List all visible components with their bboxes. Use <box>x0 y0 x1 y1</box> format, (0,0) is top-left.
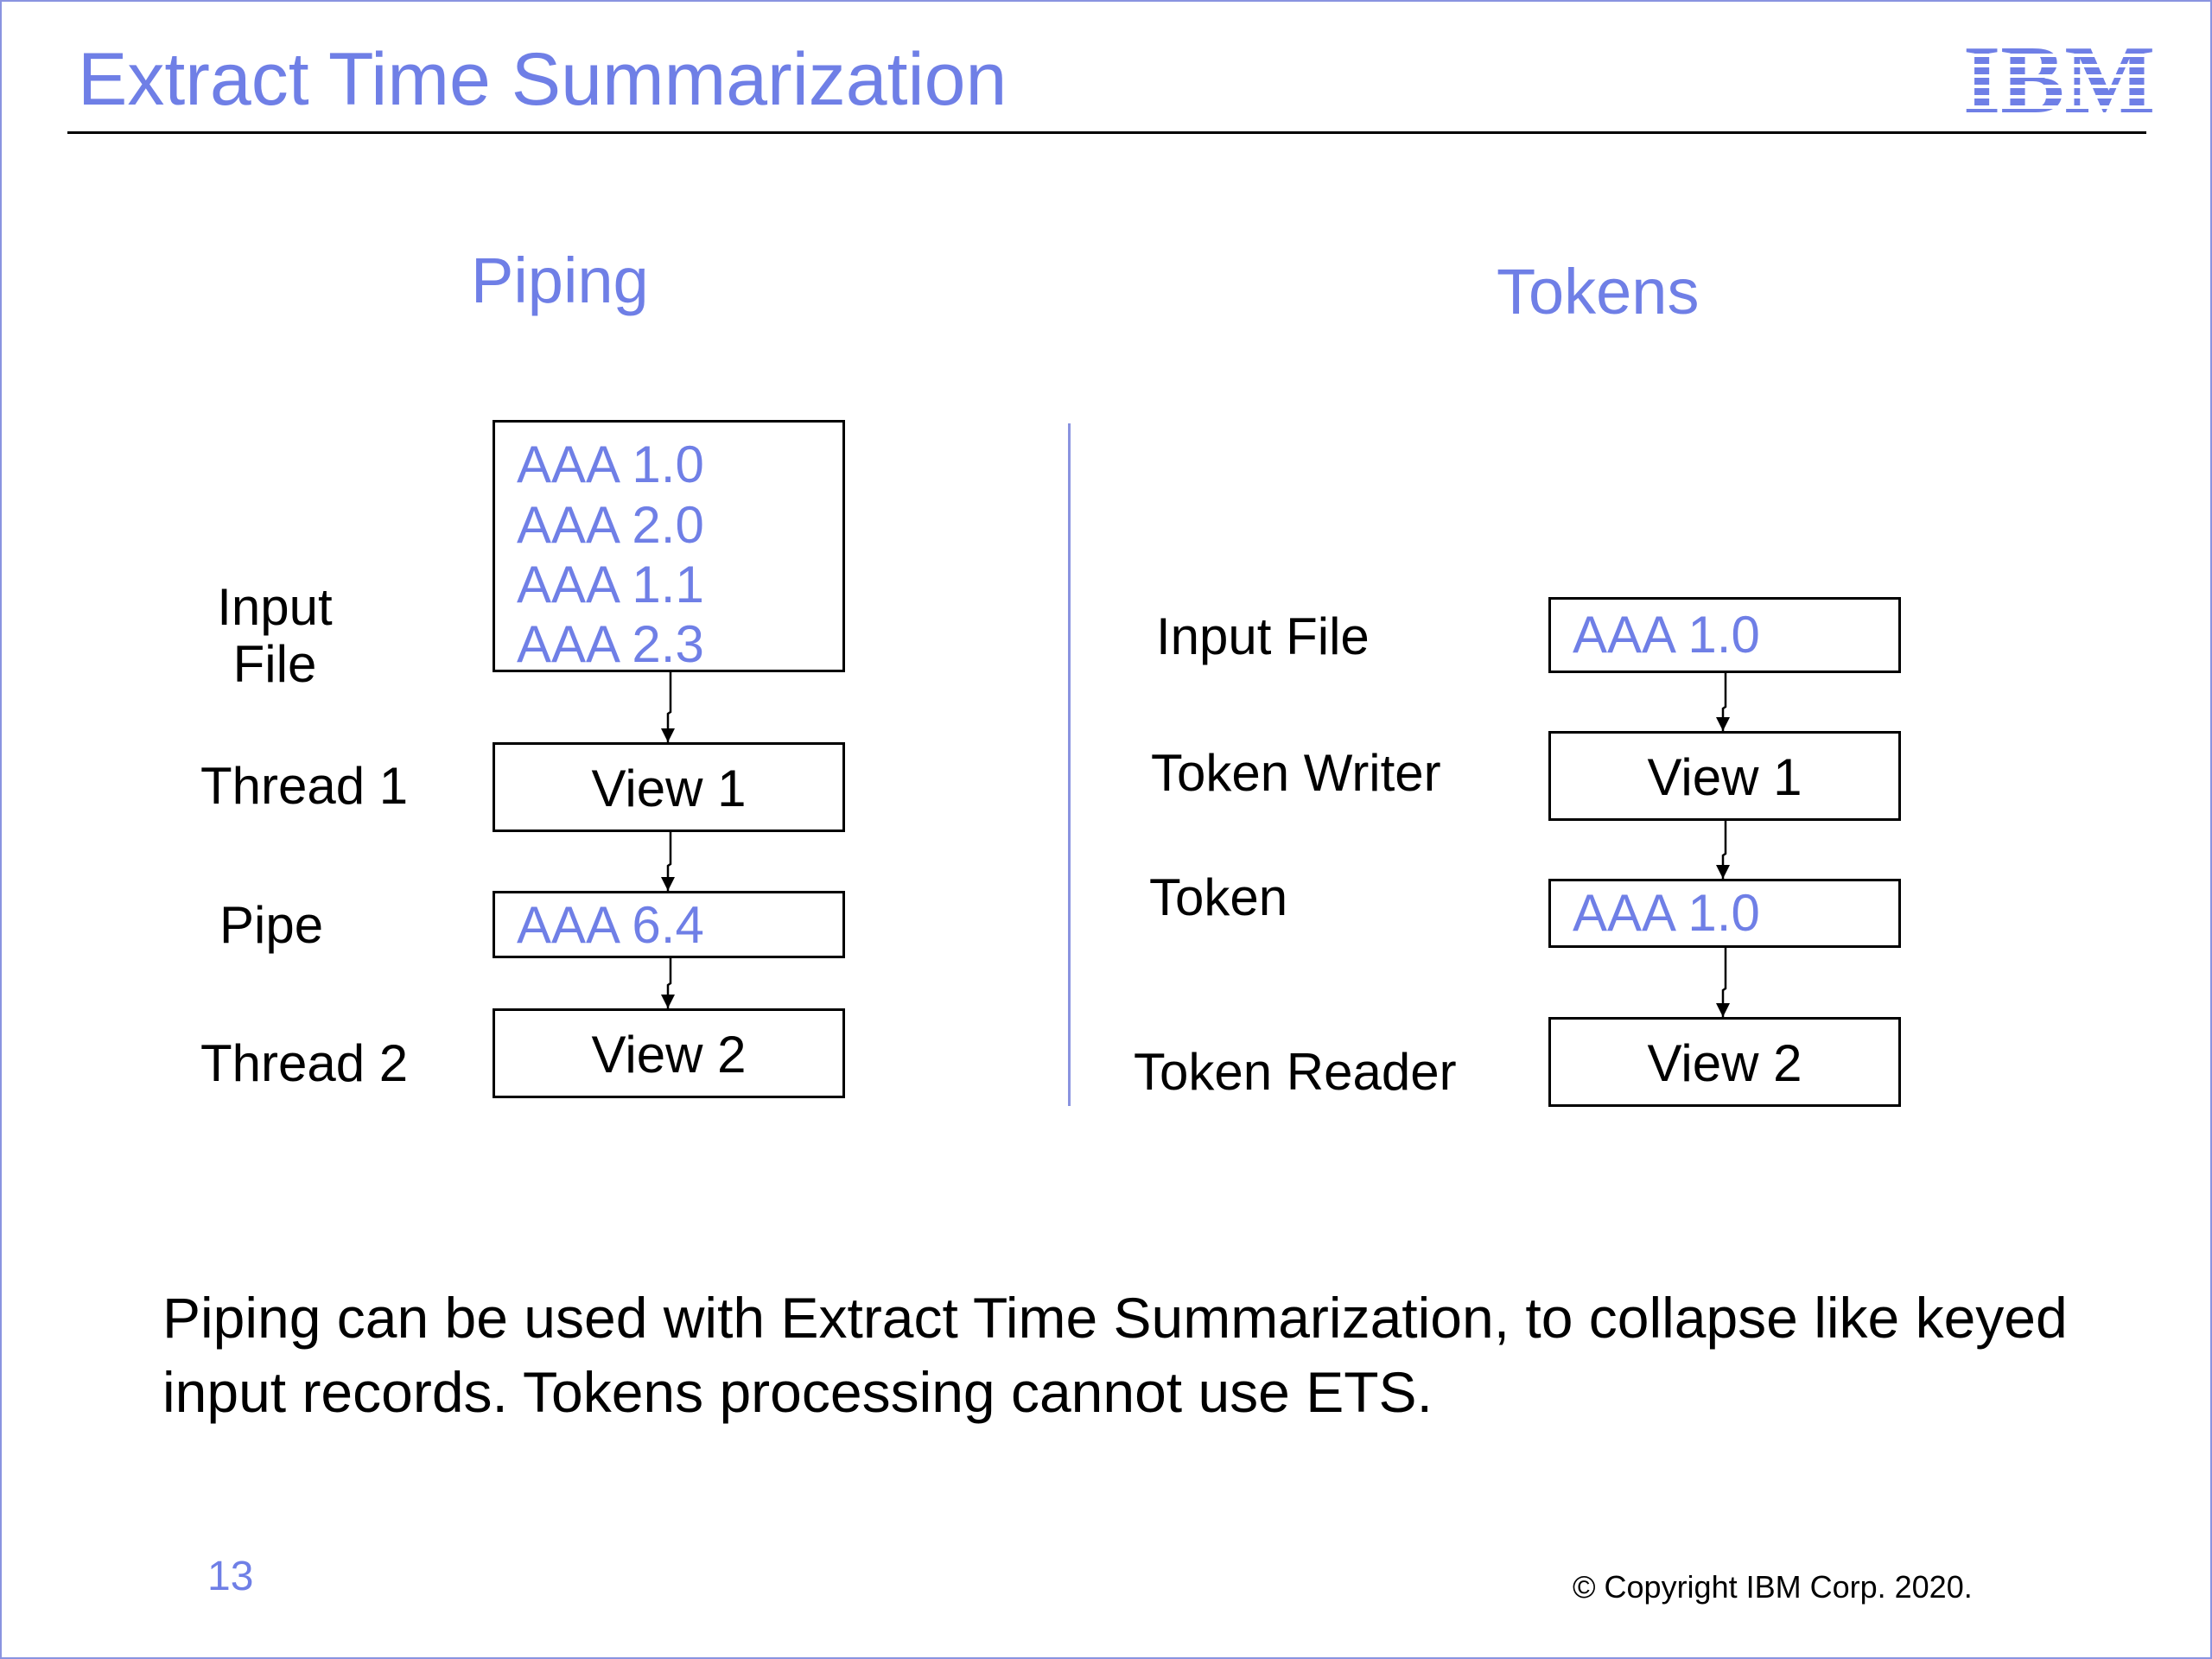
piping-input-file-box: AAA 1.0 AAA 2.0 AAA 1.1 AAA 2.3 <box>493 420 845 673</box>
tokens-heading: Tokens <box>1497 256 1700 327</box>
piping-pipe-box: AAA 6.4 <box>493 891 845 958</box>
arrow-tk-input-to-view1-head <box>1716 717 1730 731</box>
tokens-view2-box: View 2 <box>1548 1017 1901 1107</box>
tokens-token-box: AAA 1.0 <box>1548 879 1901 948</box>
ibm-logo: IBM <box>1963 36 2155 116</box>
tokens-label-input-file: Input File <box>1156 607 1370 665</box>
input-record: AAA 1.0 <box>1573 606 1760 664</box>
view-label: View 1 <box>1647 748 1802 806</box>
copyright-notice: © Copyright IBM Corp. 2020. <box>1573 1569 1973 1605</box>
view-label: View 1 <box>591 760 747 817</box>
token-record: AAA 1.0 <box>1573 884 1760 942</box>
tokens-input-file-box: AAA 1.0 <box>1548 597 1901 673</box>
tokens-label-token-reader: Token Reader <box>1134 1043 1457 1101</box>
ibm-logo-text: IBM <box>1963 36 2155 116</box>
section-divider <box>1068 423 1071 1106</box>
tokens-label-token-writer: Token Writer <box>1151 744 1441 802</box>
piping-view2-box: View 2 <box>493 1008 845 1098</box>
piping-label-thread1: Thread 1 <box>200 757 409 815</box>
view-label: View 2 <box>1647 1034 1802 1092</box>
arrow-pipe-to-view2-head <box>661 995 675 1008</box>
piping-view1-box: View 1 <box>493 742 845 832</box>
title-rule <box>67 131 2146 134</box>
input-record: AAA 1.0 <box>517 435 704 493</box>
piping-label-thread2: Thread 2 <box>200 1034 409 1092</box>
tokens-label-token: Token <box>1149 868 1288 926</box>
input-record: AAA 1.1 <box>517 556 704 613</box>
page-number: 13 <box>207 1554 254 1599</box>
view-label: View 2 <box>591 1026 747 1084</box>
piping-heading: Piping <box>471 245 649 316</box>
arrow-input-to-view1 <box>666 672 672 742</box>
input-record: AAA 2.0 <box>517 496 704 554</box>
slide-title: Extract Time Summarization <box>78 38 1007 121</box>
input-record: AAA 2.3 <box>517 615 704 673</box>
piping-label-pipe: Pipe <box>219 896 324 954</box>
arrow-input-to-view1-head <box>661 728 675 742</box>
arrow-view1-to-pipe-head <box>661 877 675 891</box>
tokens-view1-box: View 1 <box>1548 731 1901 821</box>
pipe-record: AAA 6.4 <box>517 896 704 954</box>
arrow-tk-token-to-view2-head <box>1716 1003 1730 1017</box>
piping-label-input-file: Input File <box>217 578 333 693</box>
summary-note: Piping can be used with Extract Time Sum… <box>162 1286 2068 1424</box>
arrow-tk-view1-to-token-head <box>1716 865 1730 879</box>
